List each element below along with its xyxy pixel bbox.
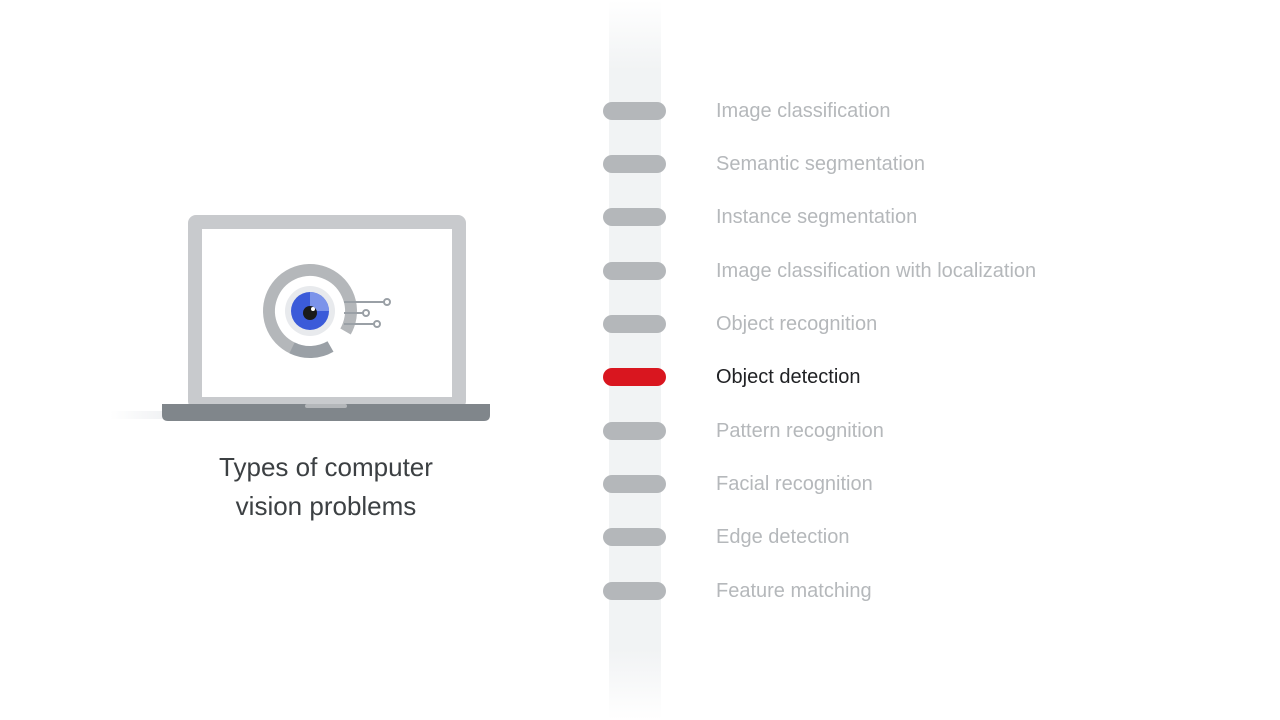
list-item-object-recognition[interactable]: Object recognition	[603, 313, 1123, 335]
active-list-marker	[603, 368, 666, 386]
list-item-instance-segmentation[interactable]: Instance segmentation	[603, 206, 1123, 228]
list-item-label: Image classification	[716, 100, 891, 122]
list-item-label: Semantic segmentation	[716, 153, 926, 175]
list-item-label: Pattern recognition	[716, 420, 884, 442]
list-item-semantic-segmentation[interactable]: Semantic segmentation	[603, 153, 1123, 175]
eye-circuit-icon	[263, 264, 391, 358]
list-marker	[603, 582, 666, 600]
list-marker	[603, 155, 666, 173]
list-item-label: Instance segmentation	[716, 206, 918, 228]
list-marker	[603, 102, 666, 120]
list-item-edge-detection[interactable]: Edge detection	[603, 526, 1123, 548]
progress-track	[609, 0, 661, 720]
list-marker	[603, 315, 666, 333]
list-marker	[603, 208, 666, 226]
list-item-image-classification-localization[interactable]: Image classification with localization	[603, 260, 1123, 282]
list-item-feature-matching[interactable]: Feature matching	[603, 580, 1123, 602]
list-item-object-detection[interactable]: Object detection	[603, 366, 1123, 388]
list-item-label: Edge detection	[716, 526, 850, 548]
laptop-icon	[110, 215, 490, 421]
list-item-facial-recognition[interactable]: Facial recognition	[603, 473, 1123, 495]
list-item-label: Image classification with localization	[716, 260, 1037, 282]
list-marker	[603, 422, 666, 440]
caption-line-1: Types of computer	[219, 452, 433, 482]
list-marker	[603, 475, 666, 493]
list-item-label: Object detection	[716, 366, 861, 388]
list-item-label: Feature matching	[716, 580, 872, 602]
list-item-pattern-recognition[interactable]: Pattern recognition	[603, 420, 1123, 442]
list-item-label: Facial recognition	[716, 473, 873, 495]
list-item-image-classification[interactable]: Image classification	[603, 100, 1123, 122]
caption-line-2: vision problems	[235, 491, 417, 521]
list-marker	[603, 262, 666, 280]
list-marker	[603, 528, 666, 546]
section-caption: Types of computer vision problems	[170, 448, 482, 526]
list-item-label: Object recognition	[716, 313, 878, 335]
